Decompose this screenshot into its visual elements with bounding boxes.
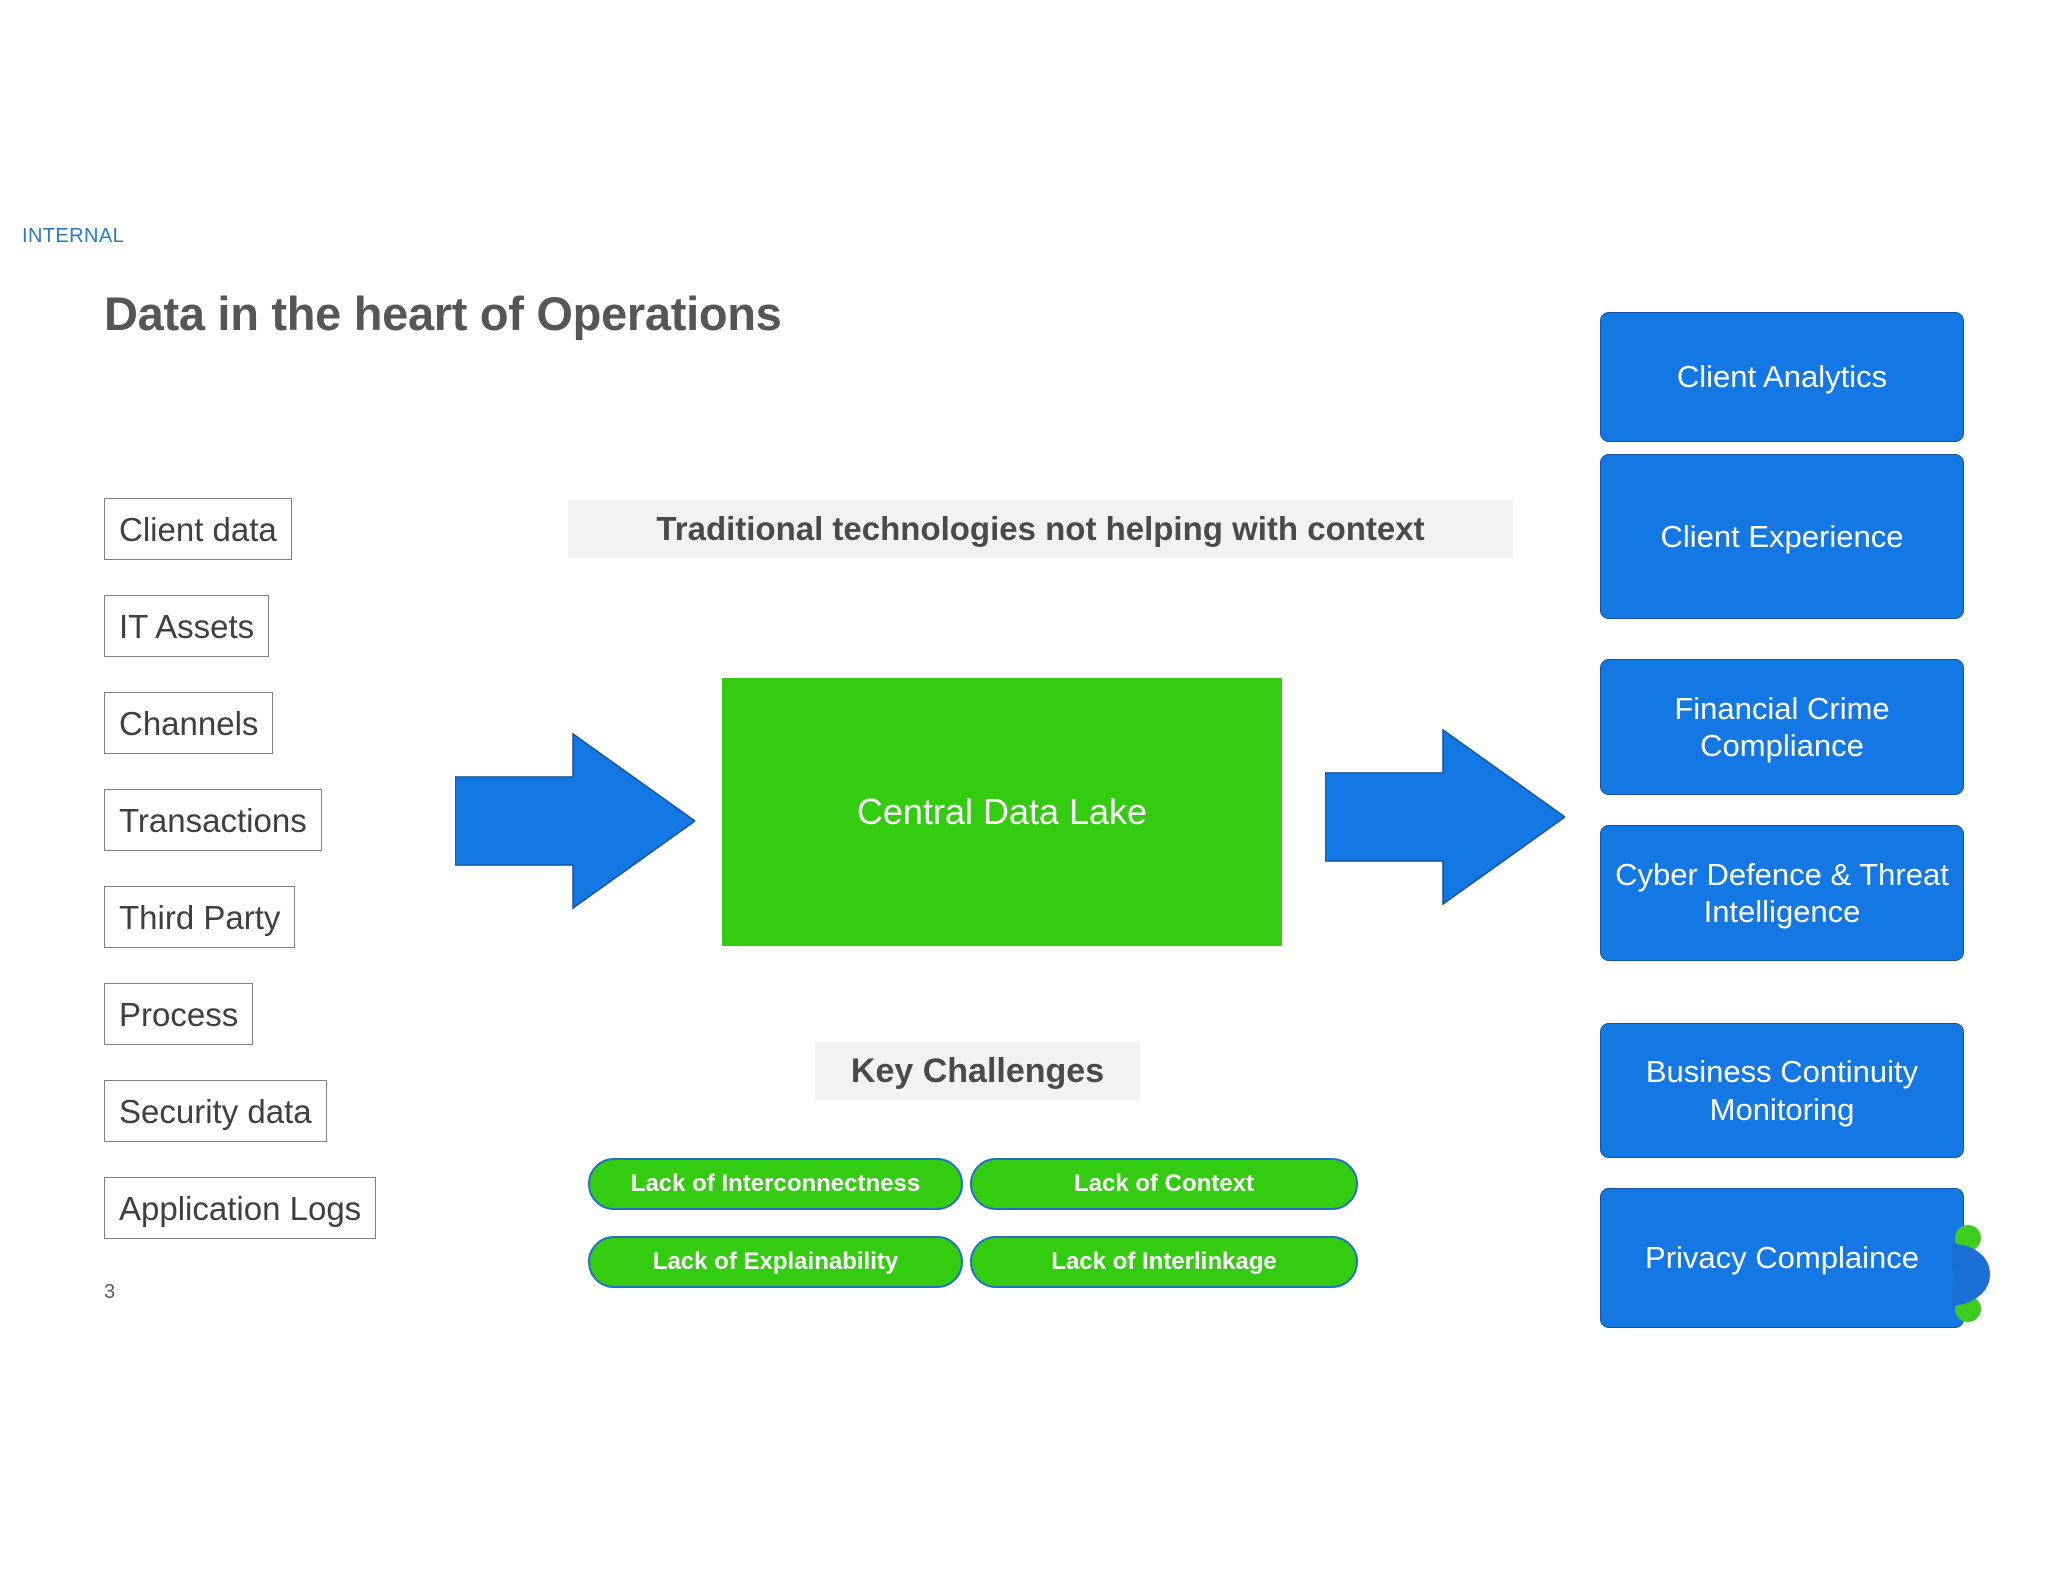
- challenge-pill-label: Lack of Explainability: [652, 1248, 899, 1275]
- page-title: Data in the heart of Operations: [104, 287, 782, 340]
- business-outcome-label: Client Analytics: [1676, 359, 1888, 395]
- data-source-label: IT Assets: [119, 607, 255, 645]
- context-banner-label: Traditional technologies not helping wit…: [656, 510, 1425, 547]
- data-source-box[interactable]: Transactions: [104, 789, 322, 851]
- data-source-label: Transactions: [119, 801, 307, 839]
- data-source-label: Third Party: [119, 898, 281, 936]
- data-source-label: Channels: [119, 704, 259, 742]
- inbound-arrow-icon: [454, 722, 697, 920]
- context-banner: Traditional technologies not helping wit…: [568, 500, 1513, 558]
- business-outcome-label: Cyber Defence & Threat Intelligence: [1615, 856, 1949, 929]
- key-challenges-label: Key Challenges: [850, 1051, 1105, 1090]
- business-outcome-label: Financial Crime Compliance: [1674, 690, 1890, 763]
- challenge-pill-label: Lack of Interconnectness: [630, 1170, 921, 1197]
- data-source-box[interactable]: IT Assets: [104, 595, 270, 657]
- business-outcome-box[interactable]: Client Experience: [1600, 454, 1964, 619]
- classification-label: INTERNAL: [22, 225, 125, 247]
- data-source-box[interactable]: Channels: [104, 692, 274, 754]
- central-data-lake-label: Central Data Lake: [856, 791, 1148, 832]
- business-outcome-box[interactable]: Cyber Defence & Threat Intelligence: [1600, 825, 1964, 961]
- brand-logo-mark-icon: [1941, 1225, 2042, 1330]
- data-source-label: Security data: [119, 1092, 312, 1130]
- business-outcome-label: Privacy Complaince: [1645, 1240, 1919, 1276]
- data-source-label: Process: [119, 995, 239, 1033]
- business-outcome-label: Client Experience: [1660, 518, 1904, 554]
- data-source-box[interactable]: Application Logs: [104, 1177, 377, 1239]
- data-source-box[interactable]: Security data: [104, 1080, 327, 1142]
- data-source-box[interactable]: Process: [104, 983, 254, 1045]
- challenge-pill[interactable]: Lack of Context: [970, 1158, 1358, 1210]
- data-source-label: Application Logs: [119, 1189, 362, 1227]
- business-outcome-box[interactable]: Privacy Complaince: [1600, 1188, 1964, 1328]
- key-challenges-banner: Key Challenges: [815, 1042, 1140, 1100]
- challenge-pill-label: Lack of Context: [1073, 1170, 1255, 1197]
- challenge-pill[interactable]: Lack of Explainability: [588, 1236, 963, 1288]
- business-outcome-box[interactable]: Business Continuity Monitoring: [1600, 1023, 1964, 1158]
- data-source-label: Client data: [119, 510, 277, 548]
- challenge-pill[interactable]: Lack of Interconnectness: [588, 1158, 963, 1210]
- central-data-lake-box: Central Data Lake: [722, 678, 1282, 946]
- page-number: 3: [104, 1281, 116, 1303]
- data-source-box[interactable]: Third Party: [104, 886, 296, 948]
- challenge-pill-label: Lack of Interlinkage: [1051, 1248, 1277, 1275]
- outbound-arrow-icon: [1324, 718, 1567, 916]
- business-outcome-box[interactable]: Client Analytics: [1600, 312, 1964, 442]
- data-source-box[interactable]: Client data: [104, 498, 292, 560]
- business-outcome-box[interactable]: Financial Crime Compliance: [1600, 659, 1964, 795]
- challenge-pill[interactable]: Lack of Interlinkage: [970, 1236, 1358, 1288]
- business-outcome-label: Business Continuity Monitoring: [1645, 1054, 1919, 1127]
